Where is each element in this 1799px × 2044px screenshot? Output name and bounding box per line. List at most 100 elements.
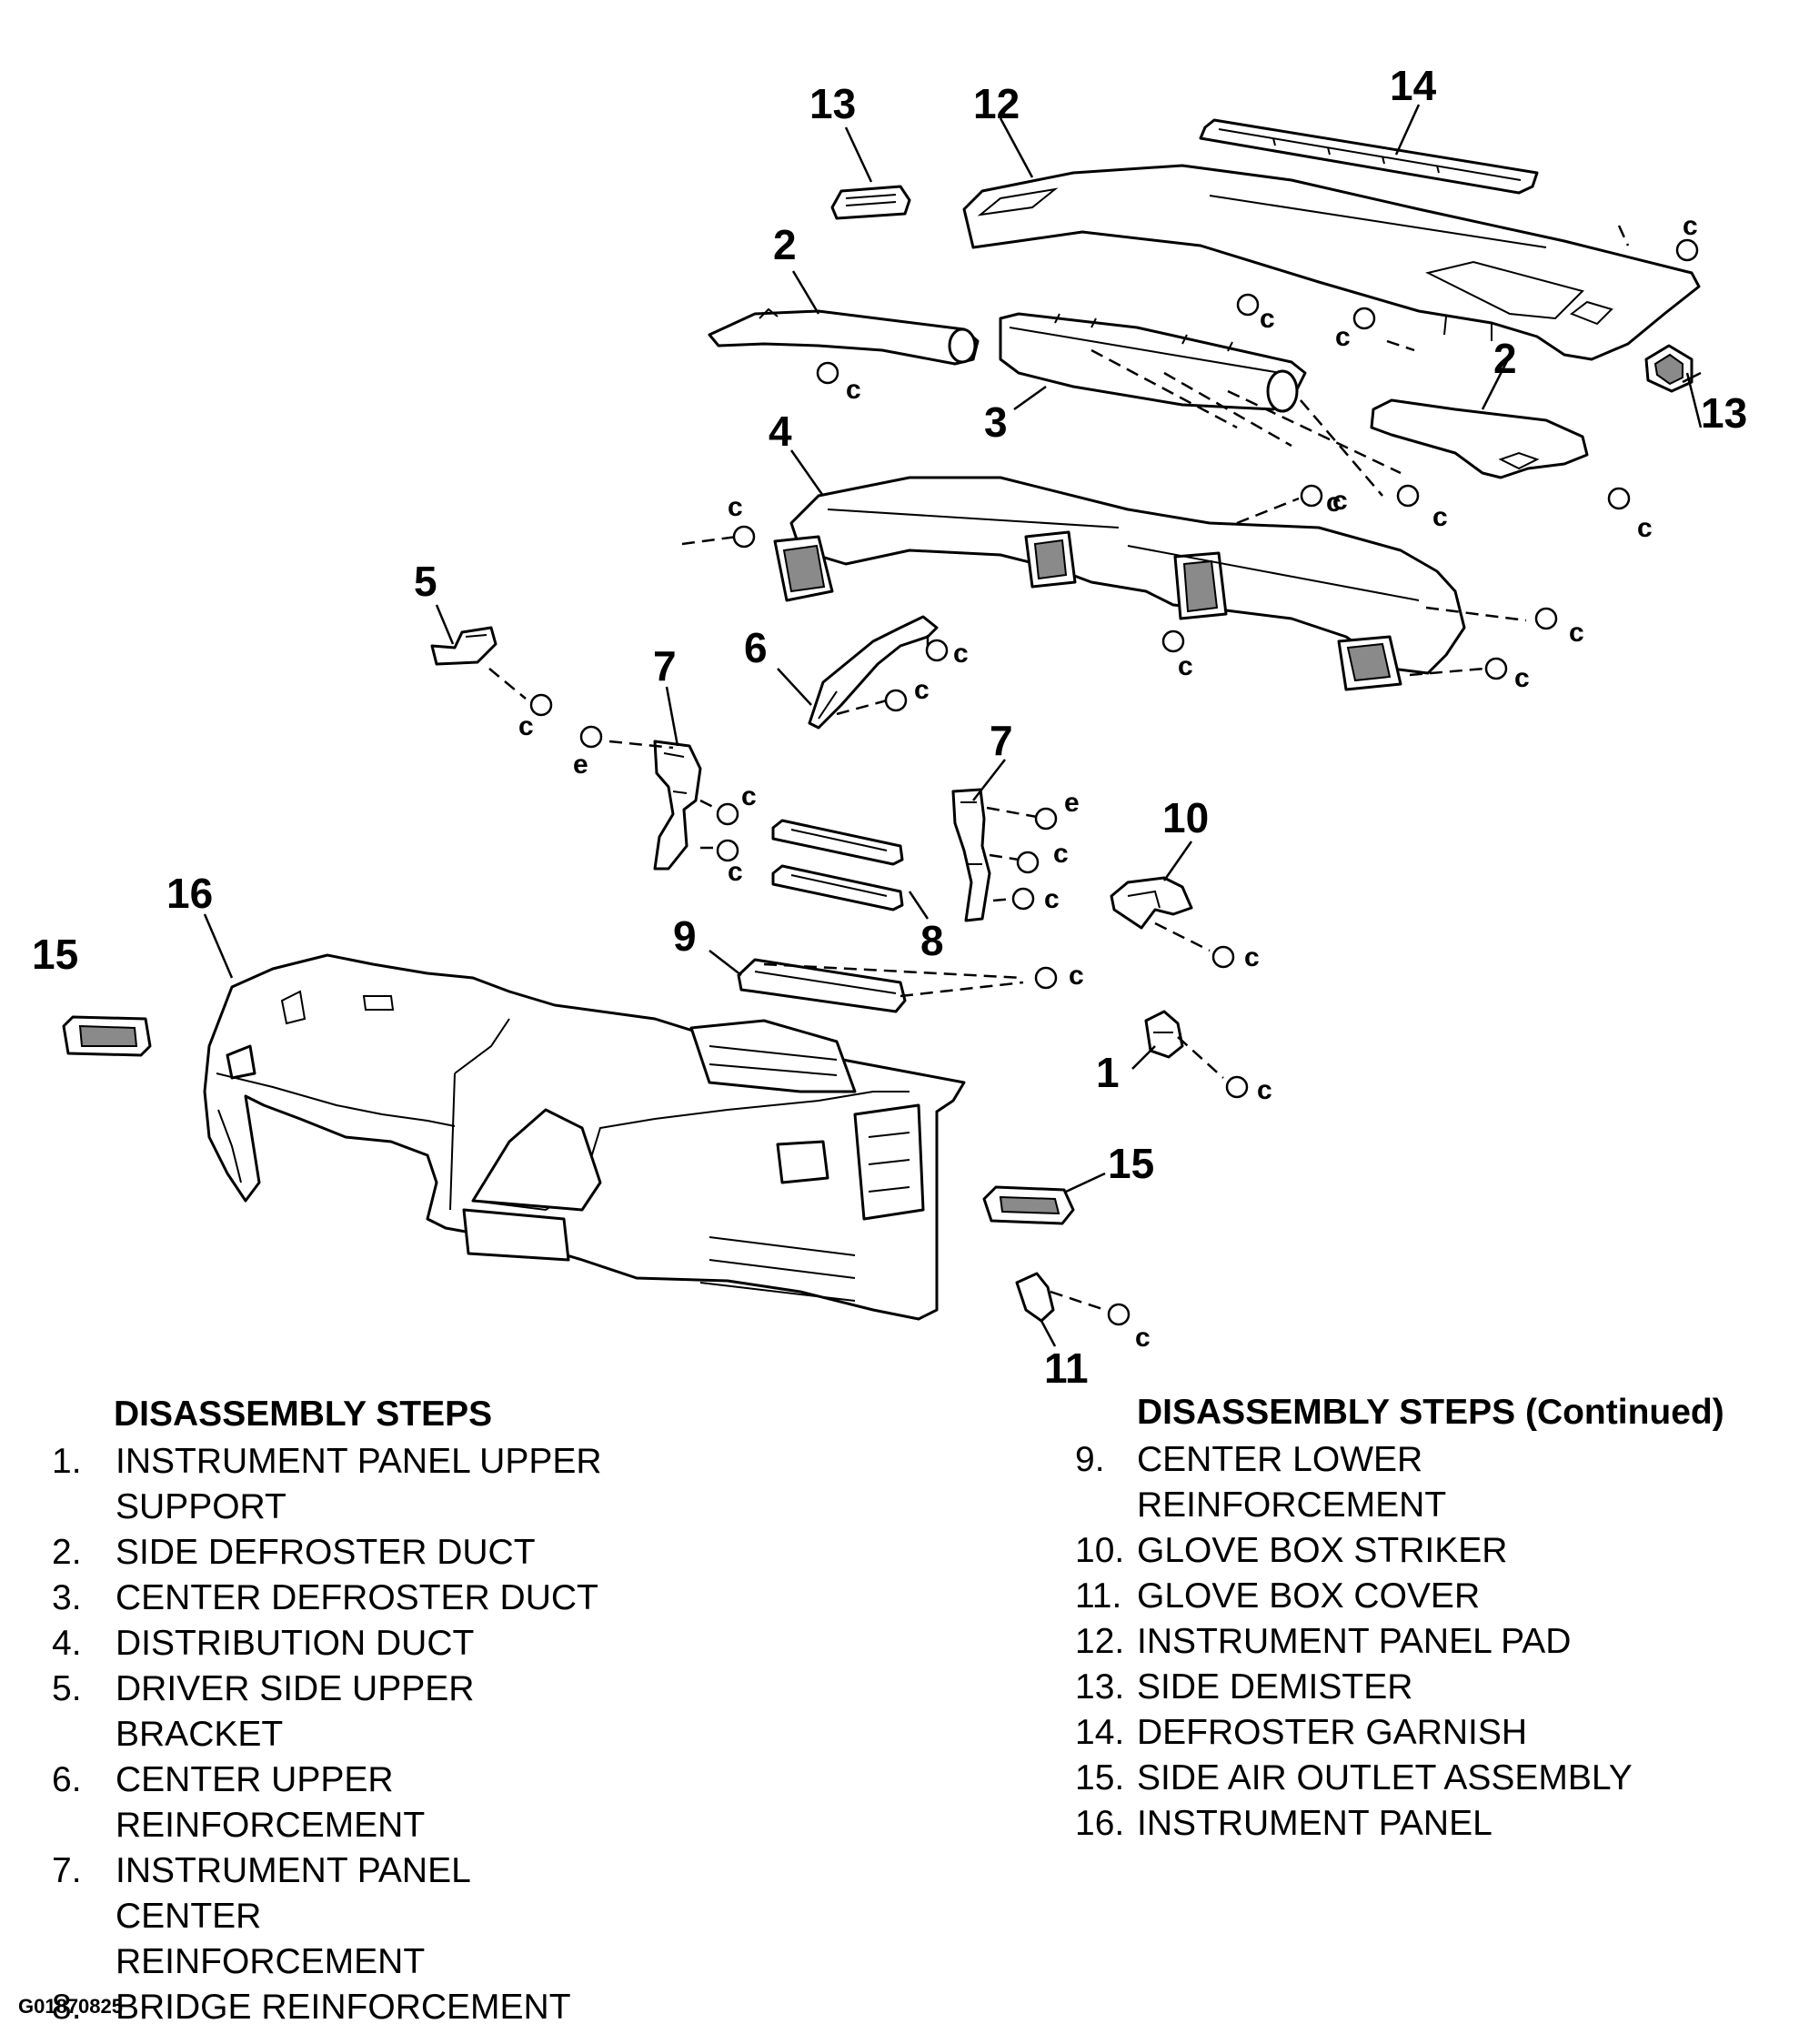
- step-text: REINFORCEMENT: [116, 1806, 426, 1845]
- fastener-labels: c c c c c c c c c c c c c c c e c c e c …: [518, 211, 1698, 1353]
- step-row: 3.CENTER DEFROSTER DUCT: [52, 1576, 625, 1621]
- step-number: 13.: [1075, 1667, 1125, 1707]
- step-number: 10.: [1075, 1531, 1125, 1570]
- step-number: 11.: [1075, 1576, 1122, 1616]
- fastener-label: c: [1326, 488, 1342, 518]
- step-number: [52, 1803, 116, 1848]
- step-number: 8.: [52, 1988, 82, 2027]
- steps-heading-continued: DISASSEMBLY STEPS (Continued): [1137, 1393, 1724, 1432]
- step-number: [52, 1485, 116, 1530]
- figure-code: G01870825: [18, 1995, 123, 2018]
- step-row: REINFORCEMENT: [52, 1939, 625, 1985]
- step-row: 4. DISTRIBUTION DUCT: [52, 1621, 625, 1666]
- callout-7-left: 7: [653, 642, 677, 690]
- ip-center-reinforcement-left-part: [653, 740, 702, 871]
- step-text: DEFROSTER GARNISH: [1137, 1713, 1528, 1752]
- step-text: CENTER DEFROSTER DUCT: [116, 1578, 598, 1617]
- step-number: 7.: [52, 1851, 82, 1890]
- callout-11: 11: [1044, 1344, 1089, 1392]
- callout-15-left: 15: [32, 931, 78, 978]
- fastener-label: c: [1053, 839, 1069, 869]
- callout-8: 8: [920, 917, 944, 964]
- instrument-panel-part: [203, 953, 966, 1321]
- step-text: DISTRIBUTION DUCT: [116, 1624, 475, 1663]
- glove-box-striker-part: [1110, 876, 1193, 930]
- step-row: REINFORCEMENT: [52, 1803, 625, 1848]
- callout-1: 1: [1096, 1049, 1120, 1096]
- driver-side-upper-bracket-part: [430, 626, 497, 666]
- step-text: SIDE DEFROSTER DUCT: [116, 1533, 536, 1572]
- step-text: INSTRUMENT PANEL PAD: [1137, 1622, 1572, 1661]
- step-row: 12.INSTRUMENT PANEL PAD: [1075, 1619, 1724, 1665]
- step-row: 10.GLOVE BOX STRIKER: [1075, 1528, 1724, 1574]
- step-text: SUPPORT: [116, 1487, 286, 1526]
- side-demister-right-part: [1644, 344, 1693, 393]
- step-row: 8. BRIDGE REINFORCEMENT: [52, 1985, 625, 2030]
- fastener-label: c: [1683, 211, 1698, 241]
- step-row: 9.CENTER LOWER: [1075, 1437, 1724, 1483]
- leader-lines: [203, 104, 1703, 1347]
- fastener-bolts: [529, 238, 1699, 1326]
- callout-12: 12: [973, 80, 1020, 127]
- step-number: [1075, 1483, 1137, 1528]
- step-number: 5.: [52, 1669, 82, 1708]
- fastener-label: c: [728, 857, 743, 887]
- step-row: 1.INSTRUMENT PANEL UPPER: [52, 1439, 625, 1485]
- fastener-label: c: [1135, 1323, 1151, 1353]
- fastener-label: e: [1064, 788, 1080, 818]
- fastener-label: c: [846, 375, 861, 405]
- callout-13-upper: 13: [809, 80, 856, 127]
- step-text: BRIDGE REINFORCEMENT: [116, 1988, 571, 2027]
- callout-3: 3: [984, 398, 1008, 446]
- callout-14: 14: [1390, 62, 1437, 109]
- step-text: INSTRUMENT PANEL: [1137, 1804, 1492, 1843]
- side-defroster-duct-right-part: [1370, 398, 1589, 479]
- fastener-label: c: [518, 711, 534, 741]
- step-text: CENTER UPPER: [116, 1760, 394, 1799]
- fastener-label: c: [1257, 1075, 1272, 1105]
- callout-10: 10: [1162, 794, 1209, 841]
- step-row: 2. SIDE DEFROSTER DUCT: [52, 1530, 625, 1576]
- step-number: 2.: [52, 1533, 82, 1572]
- disassembly-steps-left: DISASSEMBLY STEPS 1.INSTRUMENT PANEL UPP…: [52, 1392, 625, 2030]
- step-row: 16. INSTRUMENT PANEL: [1075, 1801, 1724, 1847]
- step-number: 16.: [1075, 1804, 1125, 1843]
- steps-heading: DISASSEMBLY STEPS: [114, 1395, 493, 1434]
- center-lower-reinforcement-part: [737, 958, 907, 1013]
- step-number: 14.: [1075, 1713, 1125, 1752]
- fastener-label: c: [728, 492, 743, 522]
- fastener-label: c: [1244, 942, 1260, 972]
- fastener-label: c: [1335, 322, 1351, 352]
- fastener-label: c: [1637, 513, 1653, 543]
- fastener-label: c: [1514, 663, 1530, 693]
- center-upper-reinforcement-part: [808, 615, 939, 730]
- step-row: 13. SIDE DEMISTER: [1075, 1665, 1724, 1710]
- center-defroster-duct-part: [999, 312, 1307, 413]
- fastener-label: c: [1332, 486, 1348, 516]
- callout-2-upper: 2: [773, 221, 797, 268]
- step-number: 15.: [1075, 1758, 1125, 1797]
- step-text: SIDE DEMISTER: [1137, 1667, 1413, 1707]
- fastener-label: c: [1569, 618, 1584, 648]
- step-text: INSTRUMENT PANEL CENTER: [116, 1851, 470, 1936]
- fastener-dash-lines: [488, 225, 1630, 1312]
- step-row: 7. INSTRUMENT PANEL CENTER: [52, 1848, 625, 1939]
- fastener-label: c: [953, 639, 969, 669]
- step-row: SUPPORT: [52, 1485, 625, 1530]
- disassembly-steps-right: DISASSEMBLY STEPS (Continued) 9.CENTER L…: [1075, 1390, 1724, 1847]
- step-text: INSTRUMENT PANEL UPPER: [116, 1442, 602, 1481]
- ip-center-reinforcement-right-part: [951, 788, 991, 922]
- side-defroster-duct-left-part: [708, 307, 980, 366]
- distribution-duct-part: [773, 476, 1466, 691]
- step-row: 5.DRIVER SIDE UPPER BRACKET: [52, 1666, 625, 1757]
- callout-16: 16: [166, 870, 213, 917]
- step-text: REINFORCEMENT: [1137, 1485, 1447, 1525]
- callout-9: 9: [673, 912, 697, 960]
- step-number: 6.: [52, 1760, 82, 1799]
- callout-5: 5: [414, 558, 437, 605]
- step-number: 4.: [52, 1624, 82, 1663]
- part-callouts: 13 12 14 2 2 13 3 4 5 6 7 7 10 8 9 16 15…: [32, 62, 1747, 1392]
- fastener-label: c: [1069, 961, 1084, 991]
